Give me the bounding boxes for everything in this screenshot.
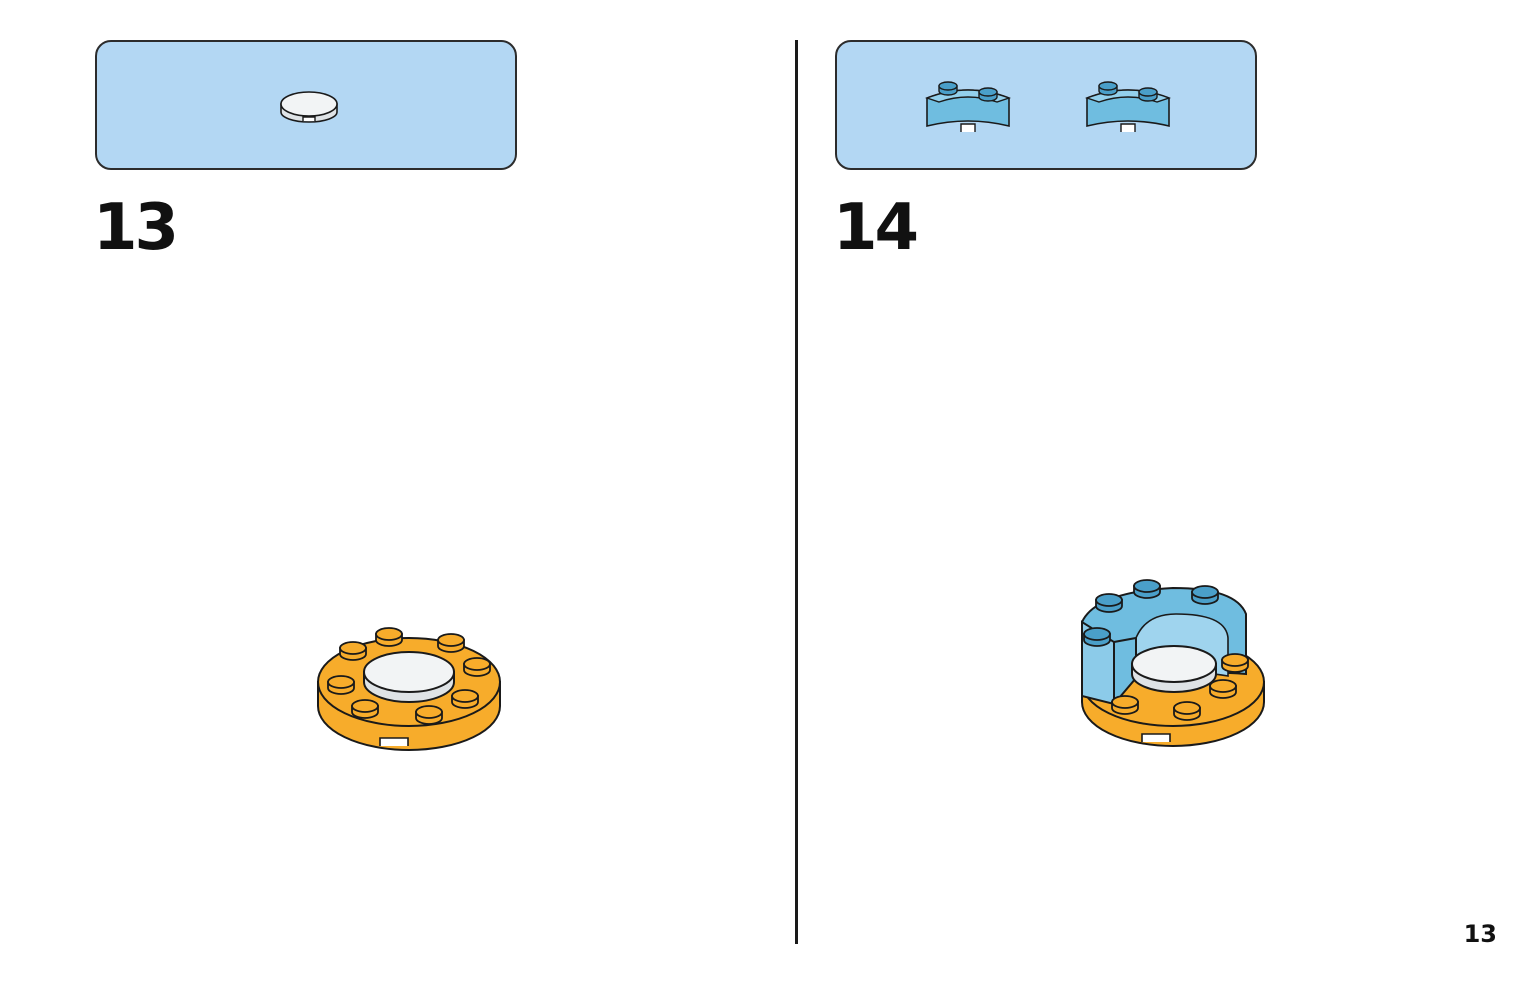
- page-divider: [795, 40, 798, 944]
- blue-curved-brick-part: [1084, 81, 1172, 132]
- step-number: 14: [833, 191, 919, 265]
- page-number: 13: [1463, 920, 1497, 948]
- step-14: 14: [740, 0, 1440, 984]
- assembly-step-14: [1081, 579, 1265, 747]
- step-number: 13: [93, 191, 179, 265]
- parts-needed-box: [95, 40, 517, 170]
- step-13: 13: [0, 0, 700, 984]
- blue-curved-brick-part: [924, 81, 1012, 132]
- parts-needed-box: [835, 40, 1257, 170]
- white-round-tile-part: [280, 91, 338, 123]
- assembly-step-13: [317, 627, 501, 751]
